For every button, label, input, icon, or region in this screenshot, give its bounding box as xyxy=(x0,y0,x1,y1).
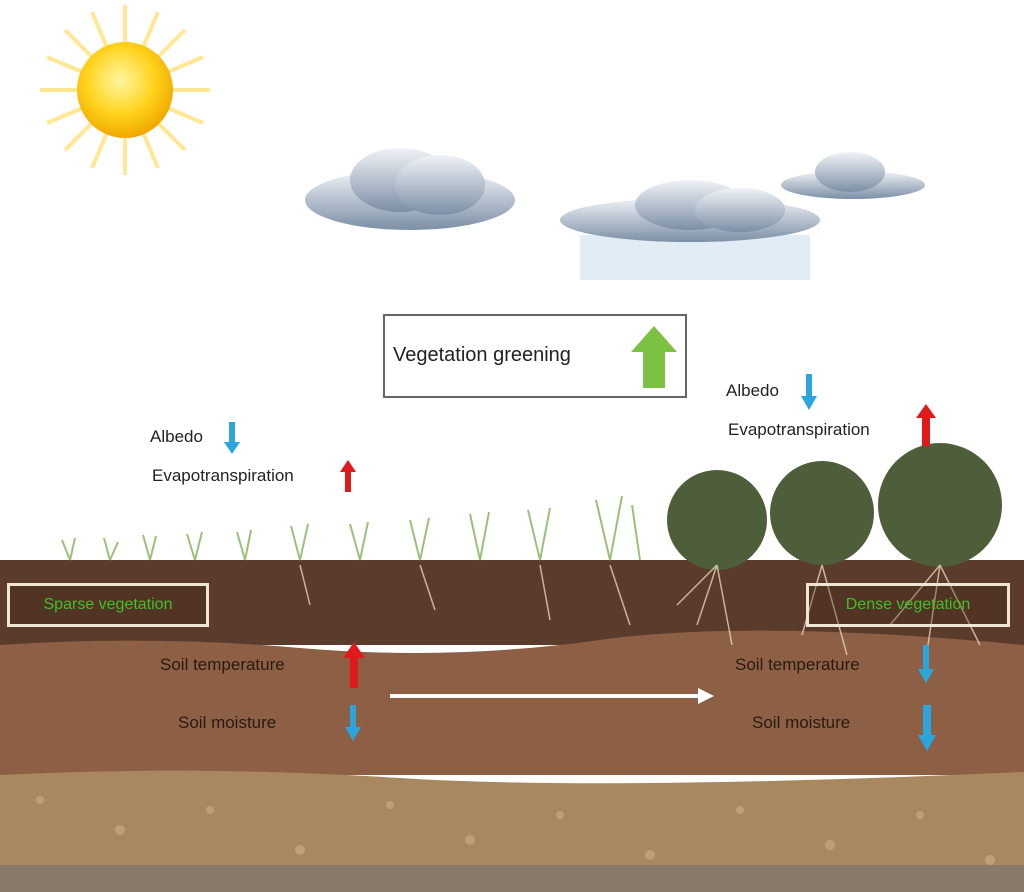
red-up-arrow-icon xyxy=(340,460,356,492)
dense-vegetation-label: Dense vegetation xyxy=(806,583,1010,627)
blue-down-arrow-icon xyxy=(345,705,361,741)
left-soil-moisture-label: Soil moisture xyxy=(178,713,277,732)
left-soil-temperature-label: Soil temperature xyxy=(160,655,285,674)
right-soil-moisture-label: Soil moisture xyxy=(752,713,851,732)
right-soil-temperature-label: Soil temperature xyxy=(735,655,860,674)
roots xyxy=(299,564,981,666)
gravel-layer xyxy=(0,770,1024,892)
sparse-vegetation-label: Sparse vegetation xyxy=(7,583,209,627)
cloud-icon xyxy=(781,152,925,199)
blue-down-arrow-icon xyxy=(918,645,934,683)
green-up-arrow-icon xyxy=(631,326,677,388)
left-evapotranspiration-label: Evapotranspiration xyxy=(152,466,294,485)
topsoil-layer xyxy=(0,560,1024,645)
grass-icon xyxy=(61,495,641,561)
blue-down-arrow-icon xyxy=(224,422,240,454)
gravel-stones xyxy=(36,796,995,865)
cloud-icon xyxy=(305,148,515,230)
right-albedo-label: Albedo xyxy=(726,381,779,400)
blue-down-arrow-icon xyxy=(918,705,936,751)
bedrock-layer xyxy=(0,865,1024,892)
blue-down-arrow-icon xyxy=(801,374,817,410)
vegetation-greening-box: Vegetation greening xyxy=(383,314,687,398)
bush-icon xyxy=(667,443,1002,570)
middle-soil-layer xyxy=(0,630,1024,775)
vegetation-greening-label: Vegetation greening xyxy=(393,344,571,366)
left-albedo-label: Albedo xyxy=(150,427,203,446)
right-evapotranspiration-label: Evapotranspiration xyxy=(728,420,870,439)
sun-icon xyxy=(40,5,210,175)
rain-cloud-icon xyxy=(560,180,820,280)
red-up-arrow-icon xyxy=(343,642,365,688)
red-up-arrow-icon xyxy=(916,404,936,446)
